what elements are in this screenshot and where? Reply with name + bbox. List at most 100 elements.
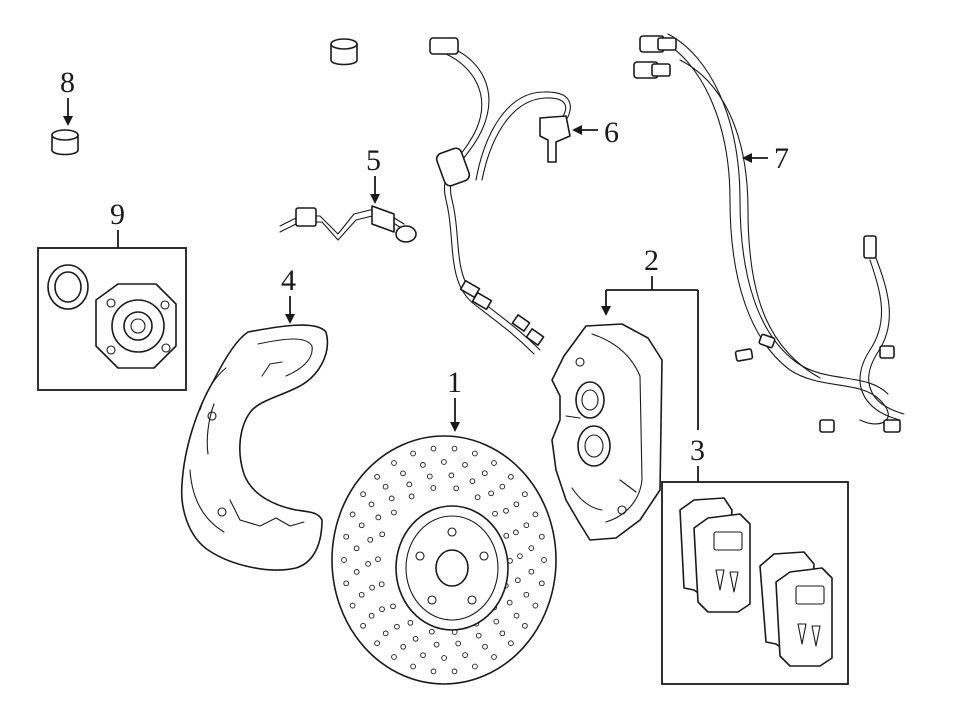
rotor-drill-hole (365, 561, 371, 567)
rotor-drill-hole (430, 668, 437, 675)
callout-4: 4 (281, 264, 296, 324)
part-4-splash-shield[interactable] (180, 324, 329, 571)
callout-7: 7 (742, 142, 789, 175)
rotor-drill-hole (391, 460, 397, 466)
rotor-drill-hole (508, 473, 514, 480)
rotor-drill-hole (481, 470, 488, 477)
rotor-drill-hole (541, 557, 547, 563)
rotor-drill-hole (451, 668, 458, 675)
rotor-drill-hole (455, 640, 462, 647)
rotor-drill-hole (375, 514, 382, 521)
rotor-drill-hole (430, 485, 437, 491)
rotor-drill-hole (388, 495, 395, 502)
rotor-drill-hole (406, 481, 413, 488)
rotor-drill-hole (360, 491, 366, 498)
part-6-abs-sensor[interactable] (429, 37, 571, 355)
rotor-drill-hole (349, 602, 356, 609)
rotor-drill-hole (349, 511, 356, 518)
rotor-drill-hole (390, 603, 396, 610)
rotor-drill-hole (532, 511, 539, 518)
callout-2: 2 (601, 244, 699, 430)
rotor-drill-hole (358, 522, 365, 529)
part-1-brake-rotor[interactable] (331, 435, 557, 685)
callout-label-8: 8 (60, 66, 75, 99)
rotor-drill-hole (410, 663, 416, 670)
callout-label-7: 7 (774, 142, 789, 175)
rotor-drill-hole (382, 630, 389, 637)
rotor-drill-hole (499, 630, 506, 637)
callout-label-2: 2 (644, 244, 659, 277)
rotor-drill-hole (523, 591, 530, 598)
callout-label-4: 4 (281, 264, 296, 297)
rotor-drill-hole (343, 533, 350, 540)
rotor-drill-hole (433, 641, 440, 648)
callout-8: 8 (60, 66, 75, 126)
rotor-drill-hole (475, 632, 482, 639)
rotor-drill-hole (410, 450, 416, 457)
rotor-drill-hole (358, 591, 365, 598)
part-2-caliper[interactable] (551, 323, 663, 541)
callout-5: 5 (366, 144, 381, 204)
rotor-drill-hole (353, 545, 360, 552)
rotor-drill-hole (472, 663, 478, 670)
rotor-drill-hole (513, 529, 519, 536)
part-5-wear-sensor[interactable] (279, 205, 417, 243)
rotor-drill-hole (503, 507, 509, 514)
rotor-drill-hole (462, 652, 468, 658)
rotor-drill-hole (514, 577, 521, 584)
rotor-drill-hole (391, 654, 397, 660)
rotor-drill-hole (528, 568, 535, 575)
part-3-pad-set[interactable] (661, 481, 849, 685)
rotor-drill-hole (428, 628, 435, 635)
rotor-drill-hole (491, 460, 497, 466)
rotor-drill-hole (503, 532, 510, 539)
rotor-drill-hole (420, 652, 426, 659)
rotor-drill-hole (412, 635, 419, 642)
rotor-drill-hole (451, 445, 458, 452)
rotor-drill-hole (420, 462, 426, 468)
rotor-drill-hole (499, 483, 506, 490)
rotor-drill-hole (523, 522, 530, 529)
rotor-drill-hole (453, 485, 460, 492)
rotor-drill-hole (522, 491, 528, 498)
rotor-drill-hole (360, 622, 366, 629)
rotor-drill-hole (491, 654, 497, 660)
part-9-hub-kit[interactable] (37, 247, 187, 391)
rotor-drill-hole (506, 599, 513, 606)
rotor-drill-hole (394, 623, 400, 630)
rotor-drill-hole (375, 556, 381, 563)
rotor-drill-hole (462, 461, 468, 468)
rotor-drill-hole (448, 472, 455, 479)
callout-label-6: 6 (604, 116, 619, 149)
callout-3: 3 (690, 434, 705, 482)
rotor-drill-hole (368, 501, 375, 508)
part-8-wear-sensor-wire[interactable] (51, 38, 358, 156)
rotor-drill-hole (426, 473, 433, 480)
rotor-drill-hole (379, 606, 385, 613)
lug-hole (447, 527, 457, 537)
lug-hole (479, 551, 489, 561)
rotor-drill-hole (513, 612, 520, 619)
part-7-harness[interactable] (633, 33, 905, 433)
rotor-drill-hole (513, 501, 520, 508)
lug-hole (415, 551, 425, 561)
rotor-drill-hole (441, 655, 447, 661)
rotor-drill-hole (378, 581, 385, 588)
rotor-drill-hole (343, 580, 350, 587)
rotor-drill-hole (374, 640, 380, 647)
rotor-drill-hole (353, 569, 360, 575)
rotor-drill-hole (492, 510, 498, 517)
rotor-drill-hole (369, 584, 375, 591)
rotor-drill-hole (532, 602, 539, 609)
rotor-drill-hole (374, 473, 380, 480)
rotor-drill-hole (400, 470, 406, 477)
rotor-drill-hole (367, 536, 374, 543)
rotor-drill-hole (407, 619, 414, 626)
rotor-drill-hole (472, 450, 478, 457)
lug-hole (427, 595, 437, 605)
rotor-drill-hole (382, 483, 389, 490)
callout-label-3: 3 (690, 434, 705, 467)
rotor-drill-hole (522, 622, 528, 629)
